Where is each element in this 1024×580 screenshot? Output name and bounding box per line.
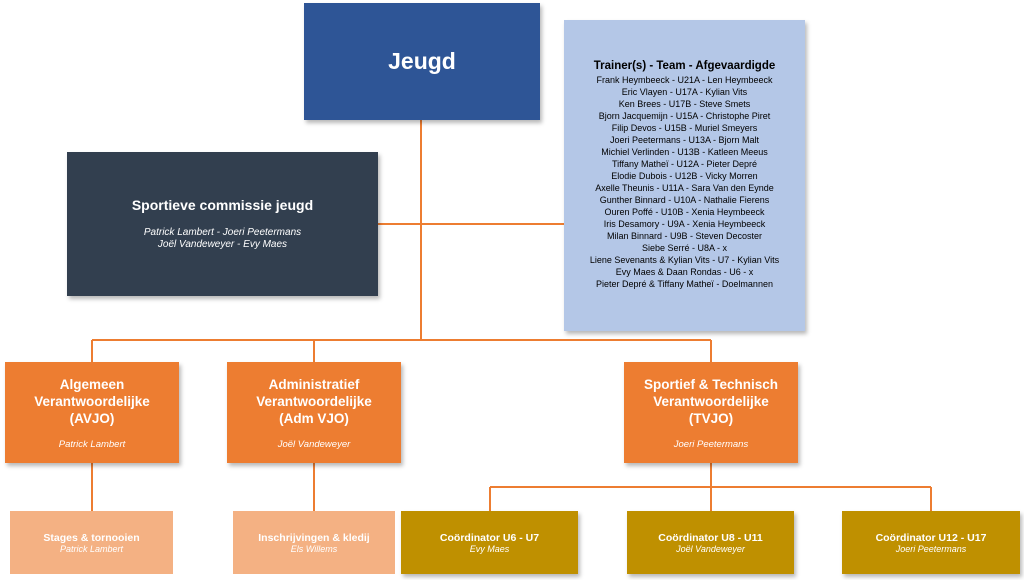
avjo-person: Patrick Lambert xyxy=(58,438,126,450)
avjo-title-line: Algemeen xyxy=(59,376,125,392)
tvjo-node: Sportief & Technisch Verantwoordelijke (… xyxy=(624,362,798,463)
inschrijvingen-person: Els Willems xyxy=(290,543,338,554)
stages-title: Stages & tornooien xyxy=(43,531,140,544)
trainer-line: Elodie Dubois - U12B - Vicky Morren xyxy=(611,171,758,181)
trainer-line: Ouren Poffé - U10B - Xenia Heymbeeck xyxy=(604,207,765,217)
avjo-title-line: Verantwoordelijke xyxy=(34,393,150,409)
trainer-line: Milan Binnard - U9B - Steven Decoster xyxy=(606,231,763,241)
trainer-line: Gunther Binnard - U10A - Nathalie Fieren… xyxy=(599,195,770,205)
admvjo-person: Joël Vandeweyer xyxy=(277,438,351,450)
admvjo-node: Administratief Verantwoordelijke (Adm VJ… xyxy=(227,362,401,463)
tvjo-title-line: (TVJO) xyxy=(688,410,734,426)
admvjo-title-line: Administratief xyxy=(268,376,360,392)
trainer-line: Evy Maes & Daan Rondas - U6 - x xyxy=(615,267,754,277)
avjo-node: Algemeen Verantwoordelijke (AVJO) Patric… xyxy=(5,362,179,463)
commission-node: Sportieve commissie jeugd Patrick Lamber… xyxy=(67,152,378,296)
coordinator-person: Evy Maes xyxy=(469,543,510,554)
coordinator-person: Joeri Peetermans xyxy=(895,543,967,554)
trainer-line: Pieter Depré & Tiffany Matheï - Doelmann… xyxy=(596,279,773,289)
coordinator-u12-u17-node: Coördinator U12 - U17 Joeri Peetermans xyxy=(842,511,1020,574)
trainers-node: Trainer(s) - Team - Afgevaardigde Frank … xyxy=(564,20,805,331)
trainer-line: Eric Vlayen - U17A - Kylian Vits xyxy=(621,87,748,97)
trainer-line: Bjorn Jacquemijn - U15A - Christophe Pir… xyxy=(598,111,771,121)
trainer-line: Frank Heymbeeck - U21A - Len Heymbeeck xyxy=(596,75,773,85)
coordinator-person: Joël Vandeweyer xyxy=(676,543,745,554)
trainer-line: Michiel Verlinden - U13B - Katleen Meeus xyxy=(601,147,768,157)
trainer-line: Siebe Serré - U8A - x xyxy=(641,243,728,253)
commission-member-line: Joël Vandeweyer - Evy Maes xyxy=(157,239,288,250)
avjo-title-line: (AVJO) xyxy=(69,410,115,426)
root-node-jeugd: Jeugd xyxy=(304,3,540,120)
trainer-line: Iris Desamory - U9A - Xenia Heymbeeck xyxy=(603,219,766,229)
trainer-line: Ken Brees - U17B - Steve Smets xyxy=(618,99,751,109)
coordinator-title: Coördinator U12 - U17 xyxy=(875,531,987,544)
commission-member-line: Patrick Lambert - Joeri Peetermans xyxy=(143,227,302,238)
trainer-line: Tiffany Matheï - U12A - Pieter Depré xyxy=(611,159,758,169)
tvjo-title-line: Sportief & Technisch xyxy=(643,376,779,392)
trainer-line: Joeri Peetermans - U13A - Bjorn Malt xyxy=(609,135,760,145)
coordinator-title: Coördinator U8 - U11 xyxy=(658,531,763,544)
root-title: Jeugd xyxy=(388,48,456,74)
coordinator-u6-u7-node: Coördinator U6 - U7 Evy Maes xyxy=(401,511,578,574)
stages-person: Patrick Lambert xyxy=(59,543,124,554)
trainer-line: Liene Sevenants & Kylian Vits - U7 - Kyl… xyxy=(589,255,780,265)
trainer-line: Axelle Theunis - U11A - Sara Van den Eyn… xyxy=(595,183,774,193)
stages-node: Stages & tornooien Patrick Lambert xyxy=(10,511,173,574)
tvjo-title-line: Verantwoordelijke xyxy=(653,393,769,409)
commission-title: Sportieve commissie jeugd xyxy=(131,197,314,213)
inschrijvingen-title: Inschrijvingen & kledij xyxy=(258,531,370,544)
admvjo-title-line: Verantwoordelijke xyxy=(256,393,372,409)
coordinator-u8-u11-node: Coördinator U8 - U11 Joël Vandeweyer xyxy=(627,511,794,574)
tvjo-person: Joeri Peetermans xyxy=(673,438,749,450)
trainers-title: Trainer(s) - Team - Afgevaardigde xyxy=(593,60,776,72)
admvjo-title-line: (Adm VJO) xyxy=(279,410,349,426)
trainer-line: Filip Devos - U15B - Muriel Smeyers xyxy=(611,123,758,133)
coordinator-title: Coördinator U6 - U7 xyxy=(439,531,540,544)
inschrijvingen-node: Inschrijvingen & kledij Els Willems xyxy=(233,511,395,574)
